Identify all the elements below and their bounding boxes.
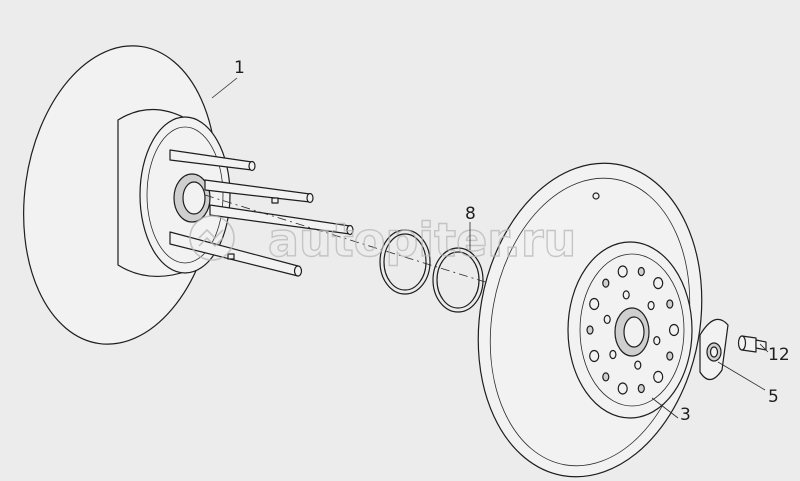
stud-middle-upper (204, 179, 314, 204)
callout-label-5: 5 (768, 387, 779, 407)
callout-label-3: 3 (680, 405, 691, 425)
part-3-disc-assembly (477, 162, 703, 478)
watermark-text: autopiter.ru (268, 213, 576, 267)
bolt-circle (586, 265, 680, 395)
callout-5: 5 (717, 361, 779, 407)
bolt-hole (589, 297, 600, 311)
callout-label-1: 1 (234, 58, 245, 78)
bolt-hole (637, 266, 645, 277)
callout-label-8: 8 (465, 204, 476, 224)
bolt-hole (637, 383, 645, 394)
bolt-hole (602, 372, 610, 382)
inner-hole (634, 360, 642, 370)
callout-3: 3 (651, 397, 691, 425)
inner-hole (609, 349, 617, 360)
watermark-logo-icon (189, 215, 235, 261)
callout-1: 1 (211, 58, 245, 99)
ring-right (432, 247, 484, 313)
bolt-hole (653, 370, 664, 383)
bolt-hole (586, 325, 594, 335)
callout-12: 12 (759, 343, 790, 365)
part-8-rings (379, 229, 484, 313)
bolt-hole (589, 349, 600, 363)
bolt-hole (653, 277, 664, 290)
part-12-bolt (737, 335, 767, 353)
bolt-hole (668, 323, 680, 337)
stud-upper (169, 149, 256, 172)
bolt-hole (617, 265, 628, 278)
inner-hole (622, 290, 630, 300)
bolt-hole (617, 382, 628, 395)
callout-8: 8 (465, 204, 476, 250)
ring-left (379, 229, 431, 295)
bolt-hole (666, 351, 674, 361)
inner-hole (653, 336, 661, 346)
bolt-hole (602, 278, 610, 288)
bolt-hole (666, 299, 674, 309)
part-1-plate-assembly (23, 45, 354, 345)
stud-middle-lower (209, 204, 354, 236)
watermark: autopiter.ru (189, 212, 577, 268)
inner-hole (603, 314, 611, 324)
disc-hole (592, 192, 600, 200)
inner-hole (647, 300, 655, 311)
part-5-lock-plate (699, 318, 729, 381)
callout-label-12: 12 (768, 345, 790, 365)
